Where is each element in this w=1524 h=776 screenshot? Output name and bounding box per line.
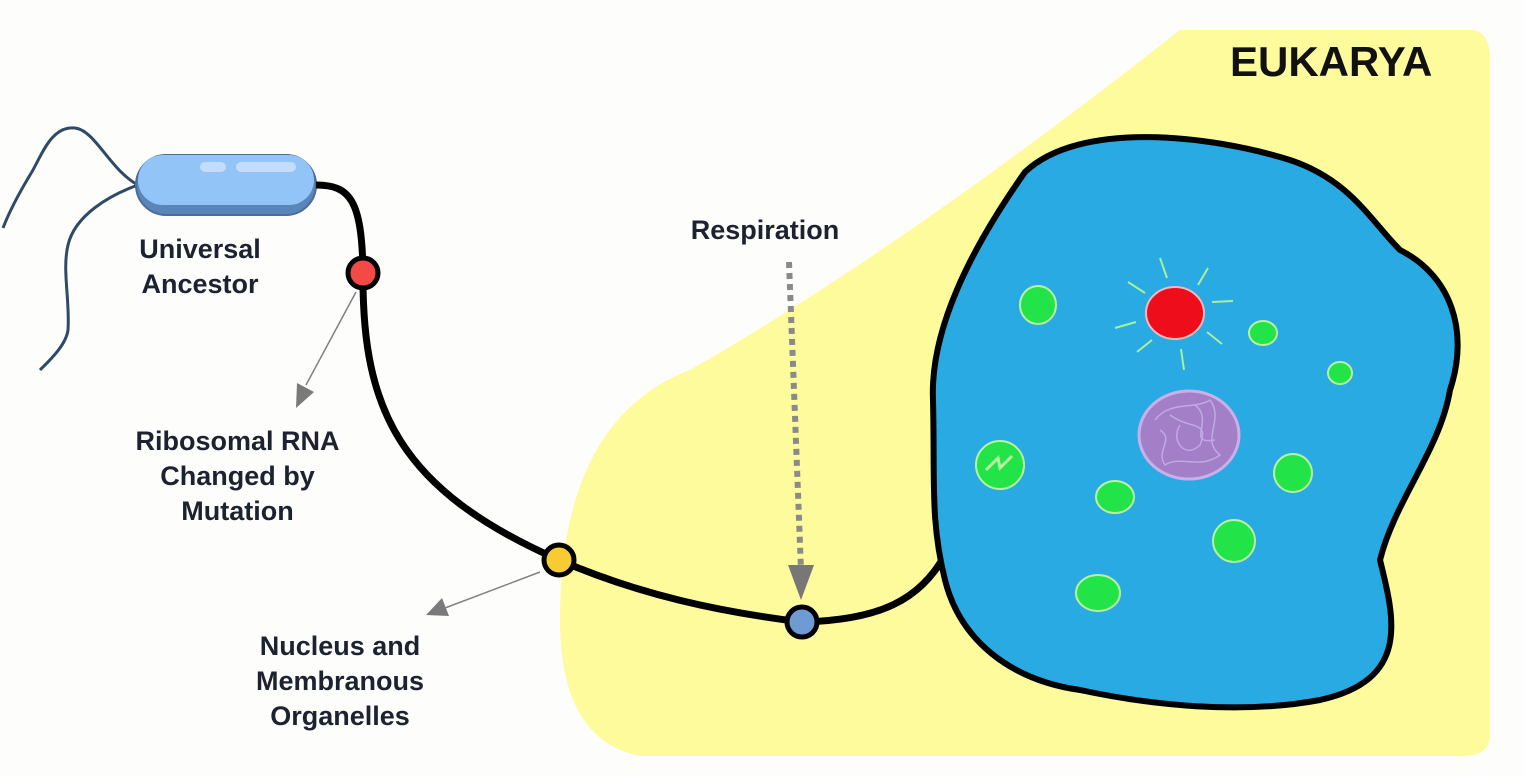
ribosomal-rna-label: Ribosomal RNA Changed by Mutation <box>115 424 360 529</box>
label-line: Ancestor <box>141 269 259 299</box>
flagellum <box>1 126 139 229</box>
label-line: Membranous <box>255 666 425 696</box>
universal-ancestor-label: Universal Ancestor <box>110 232 290 302</box>
organelles <box>975 285 1353 612</box>
label-line: Changed by <box>160 461 315 491</box>
red-organelle-icon <box>1114 257 1234 371</box>
rna-pointer-arrow <box>296 291 357 408</box>
label-line: Nucleus and <box>259 631 421 661</box>
label-line: Mutation <box>181 496 294 526</box>
respiration-pointer-arrow <box>786 261 814 600</box>
nucleus-pointer-arrow <box>426 571 541 616</box>
respiration-label: Respiration <box>690 215 840 245</box>
respiration-dot <box>784 604 820 640</box>
label-line: Universal <box>139 234 261 264</box>
nucleus-icon <box>1137 389 1241 481</box>
label-line: Organelles <box>270 701 410 731</box>
nucleus-organelles-label: Nucleus and Membranous Organelles <box>235 629 445 734</box>
organelle-squiggle <box>984 454 1014 472</box>
nucleus-event-dot <box>541 542 577 578</box>
rna-mutation-dot <box>345 255 381 291</box>
flagellum <box>38 183 139 372</box>
bacterium-icon <box>135 154 317 216</box>
eukarya-title: EUKARYA <box>1230 38 1433 85</box>
label-line: Ribosomal RNA <box>135 426 340 456</box>
